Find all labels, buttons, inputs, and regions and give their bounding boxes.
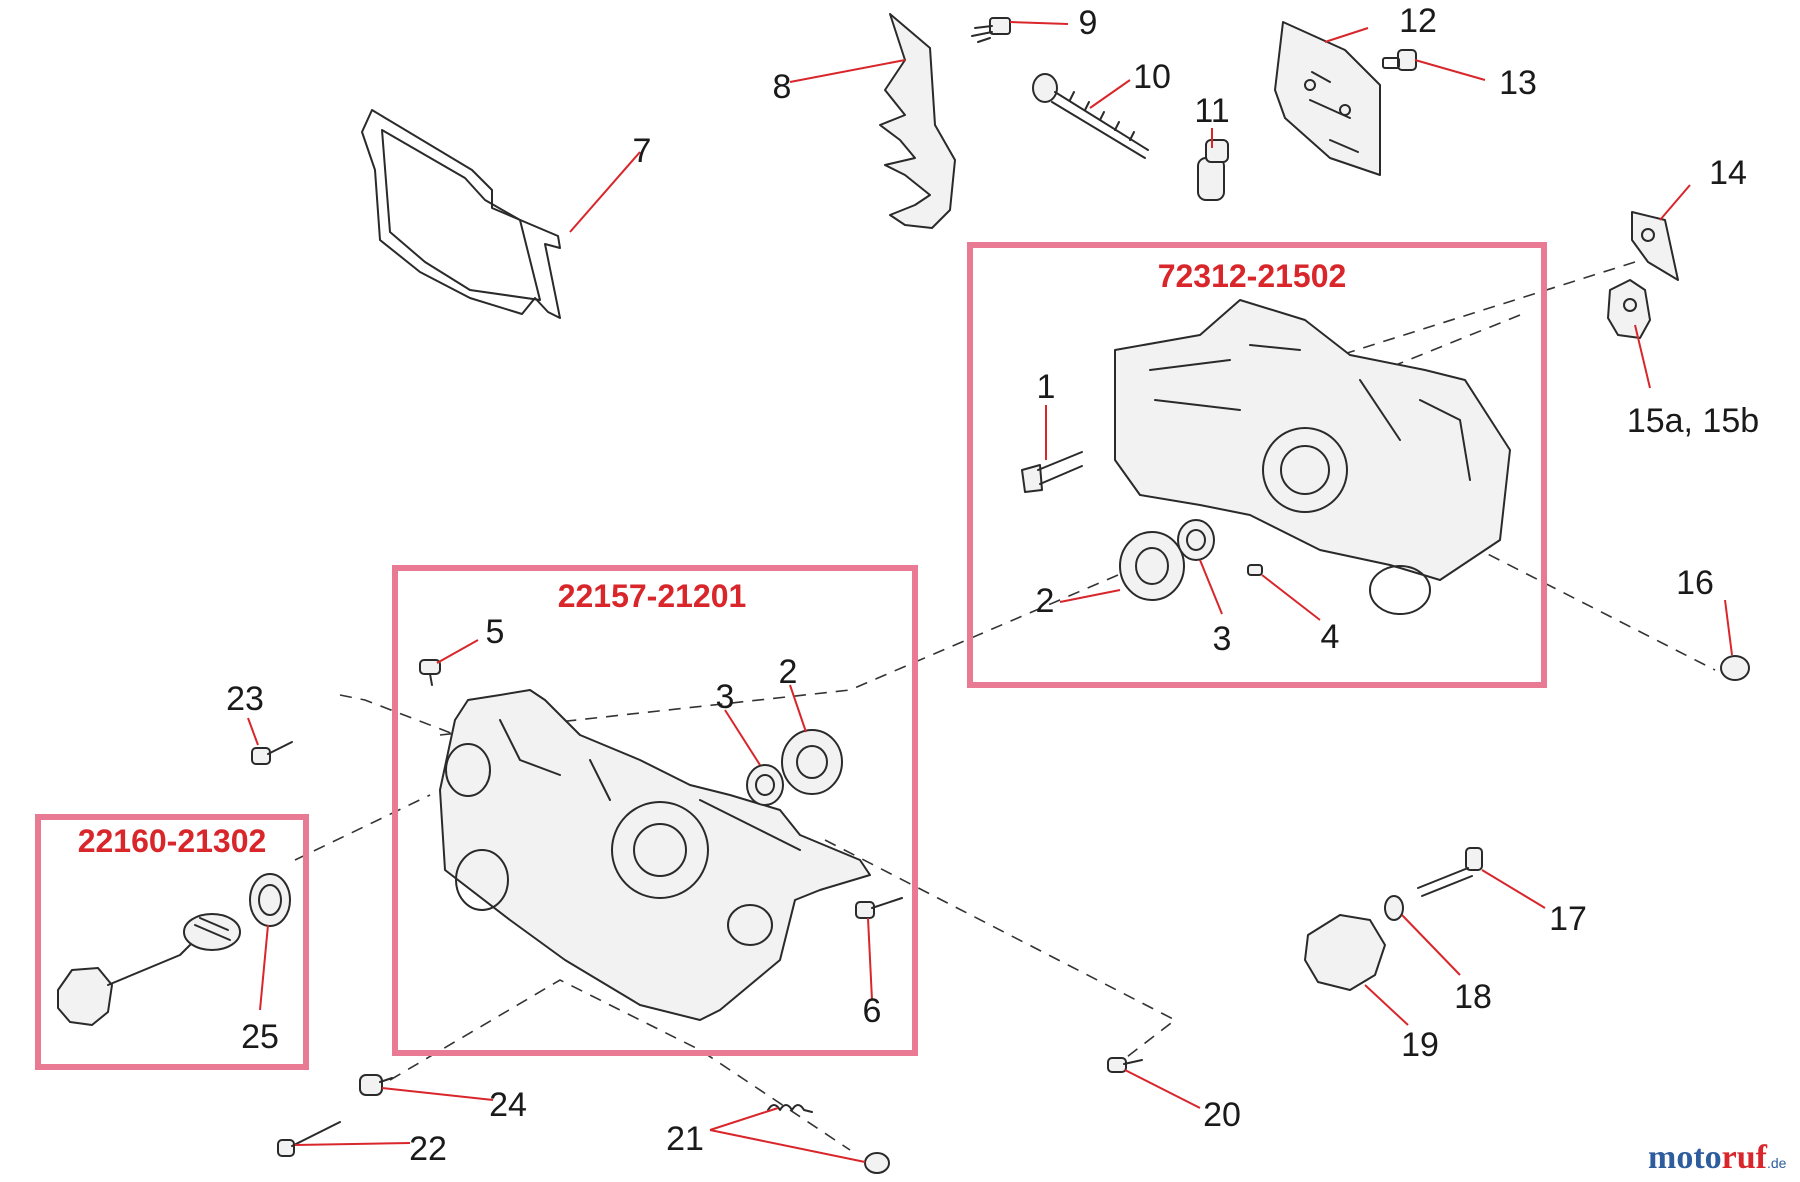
part-bearing-2-upper	[1119, 531, 1185, 601]
callout-11: 11	[1194, 92, 1229, 130]
part-plate-12	[1274, 21, 1381, 176]
part-seal-3-upper	[1177, 519, 1215, 561]
callout-23: 23	[226, 680, 264, 718]
callout-6: 6	[863, 992, 882, 1030]
part-chain-catcher	[879, 13, 956, 229]
callout-7: 7	[633, 132, 652, 170]
part-screw-13	[1382, 49, 1417, 71]
part-screw-22	[277, 1121, 341, 1157]
callout-2-lower: 2	[779, 653, 798, 691]
part-screw-9	[971, 17, 1011, 43]
watermark-moto: moto	[1648, 1139, 1722, 1176]
part-screw-23	[251, 741, 293, 765]
part-bearing-2-lower	[781, 729, 843, 795]
part-bracket-15	[1607, 279, 1651, 339]
callout-numbers: 1 2 3 4 5 3 2 6 7 8 9 10 11 12 13 14 15a…	[226, 2, 1759, 1168]
callout-1: 1	[1037, 368, 1056, 406]
callout-18: 18	[1454, 978, 1492, 1016]
callout-24: 24	[489, 1086, 527, 1124]
part-screw-20	[1107, 1057, 1143, 1073]
callout-4: 4	[1321, 618, 1340, 656]
callout-21: 21	[666, 1120, 704, 1158]
watermark-domain: .de	[1767, 1155, 1787, 1171]
callout-12: 12	[1399, 2, 1437, 40]
callout-10: 10	[1133, 58, 1171, 96]
part-spring-21	[767, 1104, 890, 1174]
part-dowel-4	[1247, 564, 1263, 576]
callout-9: 9	[1079, 4, 1098, 42]
callout-20: 20	[1203, 1096, 1241, 1134]
watermark-ruf: ruf	[1722, 1139, 1768, 1176]
callout-13: 13	[1499, 64, 1537, 102]
callout-3-lower: 3	[716, 678, 735, 716]
part-bolt-17	[1417, 847, 1483, 897]
part-crankcase-right	[1114, 299, 1511, 615]
callout-3-upper: 3	[1213, 620, 1232, 658]
kit-box-22160-21302	[35, 814, 309, 1070]
part-cap-16	[1720, 655, 1750, 681]
part-bolt-10	[1032, 73, 1149, 159]
svg-text:motoruf.de: motoruf.de	[1648, 1139, 1787, 1176]
part-washer-18	[1384, 895, 1404, 921]
part-screw-5	[419, 659, 441, 686]
kit-label-22160-21302: 22160-21302	[78, 823, 267, 859]
kit-label-72312-21502: 72312-21502	[1158, 258, 1347, 294]
leader-lines	[247, 21, 1733, 1163]
callout-5: 5	[486, 613, 505, 651]
part-seal-3-lower	[746, 764, 784, 806]
watermark: motoruf.de	[1648, 1139, 1787, 1176]
part-fuel-cap-25	[57, 873, 291, 1026]
kit-label-22157-21201: 22157-21201	[558, 578, 747, 614]
callout-22: 22	[409, 1130, 447, 1168]
callout-15a-15b: 15a, 15b	[1627, 402, 1759, 440]
part-crankcase-left	[439, 689, 871, 1021]
part-fitting-24	[359, 1074, 393, 1096]
callout-8: 8	[773, 68, 792, 106]
callout-2-upper: 2	[1036, 582, 1055, 620]
part-bumper-19	[1304, 914, 1386, 991]
kit-box-22157-21201	[392, 565, 918, 1056]
part-stud-11	[1197, 139, 1229, 201]
part-gasket	[361, 109, 561, 319]
callout-19: 19	[1401, 1026, 1439, 1064]
part-bolt-1	[1021, 451, 1083, 493]
part-gasket-inner	[381, 129, 541, 301]
part-screw-6	[855, 897, 903, 919]
part-cover-14	[1631, 211, 1679, 281]
callout-17: 17	[1549, 900, 1587, 938]
kit-box-72312-21502	[967, 242, 1547, 688]
callout-14: 14	[1709, 154, 1747, 192]
callout-25: 25	[241, 1018, 279, 1056]
callout-16: 16	[1676, 564, 1714, 602]
